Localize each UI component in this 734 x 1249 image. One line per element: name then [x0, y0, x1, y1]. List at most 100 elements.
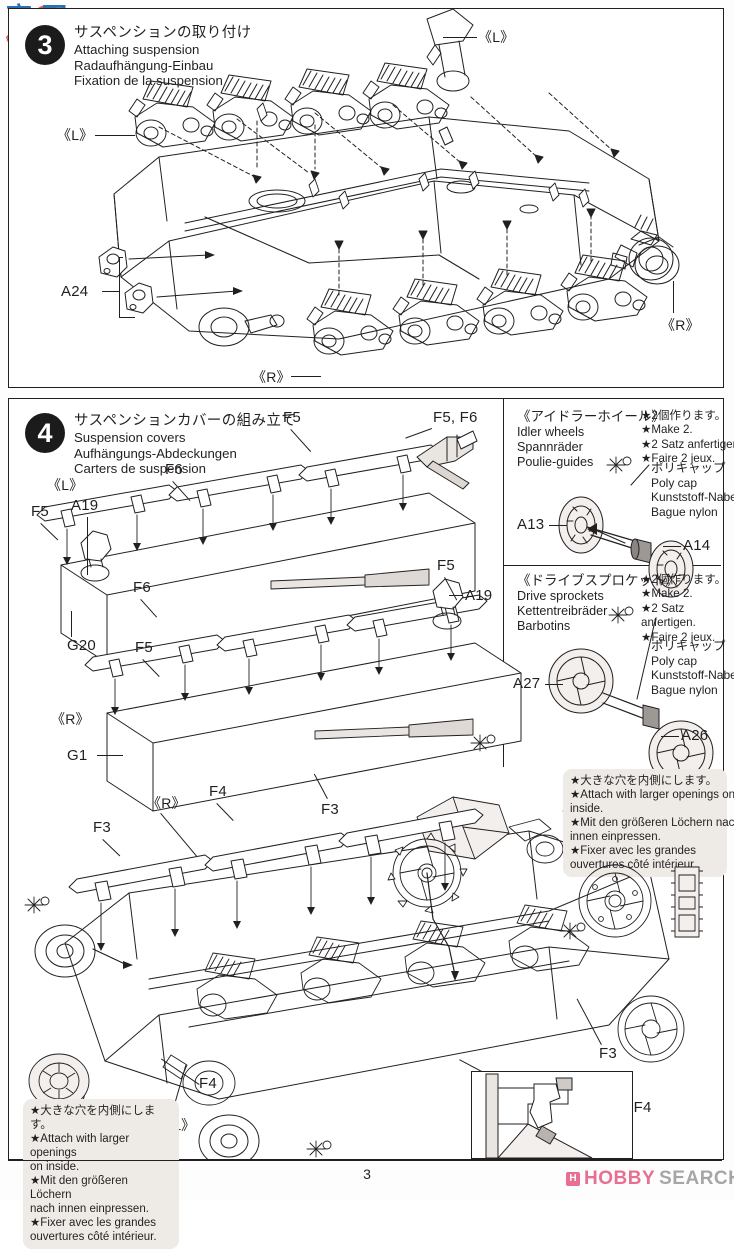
- idler-caption-fr: Poulie-guides: [517, 455, 594, 470]
- step-3-number: 3: [25, 25, 65, 65]
- step4-part-f5-mid-right: F5: [437, 557, 455, 574]
- step3-side-marker-left-mid: 《L》: [57, 127, 94, 143]
- leader-line: [549, 525, 567, 527]
- idler-caption-en: Idler wheels: [517, 425, 585, 440]
- step4-part-f3-upper-right: F3: [321, 801, 339, 818]
- note-idler-line-5: nach innen einpressen.: [30, 1203, 149, 1216]
- leader-line: [313, 773, 328, 799]
- hobby-search-mark-icon: H: [566, 1172, 580, 1186]
- idler-polycap-de: Kunststoff-Nabe: [651, 490, 734, 505]
- leader-line: [102, 839, 121, 857]
- panel-divider-vertical: [503, 399, 505, 767]
- step4-part-f4-lower-left: F4: [199, 1075, 217, 1092]
- sprocket-star-en: ★Make 2.: [641, 587, 693, 601]
- sprocket-caption-de: Kettentreibräder: [517, 604, 608, 619]
- step4-part-f5-left: F5: [31, 503, 49, 520]
- sprocket-star-jp: ★2個作ります。: [641, 573, 727, 586]
- idler-polycap-en: Poly cap: [651, 475, 698, 490]
- note-idler-line-3: on inside.: [30, 1161, 80, 1174]
- idler-wheels-caption: 《アイドラーホイール》 Idler wheels Spannräder Poul…: [517, 409, 665, 471]
- idler-star-jp: ★2個作ります。: [641, 409, 727, 422]
- leader-line: [119, 257, 123, 259]
- idler-caption-jp: 《アイドラーホイール》: [517, 409, 665, 424]
- idler-caption-de: Spannräder: [517, 440, 583, 455]
- step3-side-marker-right-side: 《R》: [661, 317, 700, 333]
- hobby-search-logo: H HOBBY SEARCH: [566, 1168, 734, 1190]
- note-sprocket-line-6: ★Fixer avec les grandes: [570, 845, 697, 858]
- step3-side-marker-right-bottom: 《R》: [252, 369, 291, 385]
- leader-line: [87, 517, 89, 575]
- leader-line: [291, 376, 321, 378]
- step4-side-marker-right-mid: 《R》: [51, 711, 90, 727]
- sprocket-caption: 《ドライブスプロケット》 Drive sprockets Kettentreib…: [517, 573, 679, 635]
- step-4-title-de: Aufhängungs-Abdeckungen: [74, 445, 237, 461]
- leader-line: [444, 577, 458, 601]
- hobby-search-brand-primary: HOBBY: [584, 1168, 656, 1189]
- sprocket-caption-fr: Barbotins: [517, 619, 571, 634]
- step-4-title-fr: Carters de suspension: [74, 461, 206, 477]
- leader-line: [216, 803, 234, 822]
- step4-part-a19-left: A19: [71, 497, 99, 514]
- step4-part-f4-upper: F4: [209, 783, 227, 800]
- note-sprocket-line-4: ★Mit den größeren Löchern nach: [570, 817, 734, 830]
- step-4-title-jp: サスペンションカバーの組み立て: [74, 413, 297, 429]
- note-sprocket-line-3: inside.: [570, 803, 604, 816]
- step4-part-g20: G20: [67, 637, 96, 654]
- note-idler-line-6: ★Fixer avec les grandes: [30, 1217, 157, 1230]
- leader-line: [172, 481, 191, 502]
- detail-inset-diagram: [485, 1073, 593, 1158]
- step-4-number: 4: [25, 413, 65, 453]
- sprocket-star-fr: ★Faire 2 jeux.: [641, 630, 716, 644]
- leader-line: [160, 813, 197, 857]
- leader-line: [40, 523, 59, 541]
- step4-part-f5-f6: F5, F6: [433, 409, 478, 426]
- sprocket-caption-en: Drive sprockets: [517, 589, 604, 604]
- sprocket-part-a26: A26: [681, 727, 709, 744]
- leader-line: [119, 257, 121, 291]
- leader-line: [97, 755, 123, 757]
- step-3-title-jp: サスペンションの取り付け: [74, 25, 252, 41]
- idler-star-de: ★2 Satz anfertigen.: [641, 437, 734, 451]
- note-idler-line-7: ouvertures côté intérieur.: [30, 1231, 157, 1244]
- note-idler-line-1: ★大きな穴を内側にします。: [30, 1105, 156, 1132]
- sprocket-polycap-jp: ポリキャップ: [651, 639, 726, 653]
- leader-line: [102, 291, 120, 293]
- leader-line: [673, 281, 675, 313]
- sprocket-polycap-en: Poly cap: [651, 653, 698, 668]
- note-sprocket-line-5: innen einpressen.: [570, 831, 661, 844]
- step4-part-f5-lower: F5: [135, 639, 153, 656]
- footer-divider: [8, 1160, 722, 1162]
- step4-part-g1: G1: [67, 747, 88, 764]
- leader-line: [661, 736, 679, 738]
- leader-line: [142, 659, 160, 678]
- leader-line: [95, 135, 135, 137]
- panel-divider-horizontal: [503, 565, 721, 567]
- idler-part-a13: A13: [517, 516, 545, 533]
- sprocket-polycap-caption: ポリキャップ Poly cap Kunststoff-Nabe Bague ny…: [651, 639, 734, 697]
- step-3-title-de: Radaufhängung-Einbau: [74, 57, 214, 73]
- sprocket-caption-jp: 《ドライブスプロケット》: [517, 573, 679, 588]
- idler-polycap-caption: ポリキャップ Poly cap Kunststoff-Nabe Bague ny…: [651, 461, 734, 519]
- step4-part-f3-upper-left: F3: [93, 819, 111, 836]
- sprocket-star-de-2: anfertigen.: [641, 616, 696, 630]
- sprocket-star-de-1: ★2 Satz: [641, 601, 685, 615]
- leader-line: [443, 37, 477, 39]
- step-4-panel: 4 サスペンションカバーの組み立て Suspension covers Aufh…: [8, 398, 734, 1249]
- sprocket-polycap-de: Kunststoff-Nabe: [651, 668, 734, 683]
- idler-polycap-jp: ポリキャップ: [651, 461, 726, 475]
- leader-line: [576, 998, 602, 1045]
- hobby-search-brand-secondary: SEARCH: [659, 1168, 734, 1189]
- detail-inset-box: [471, 1071, 633, 1159]
- step-4-header: 4 サスペンションカバーの組み立て Suspension covers Aufh…: [25, 413, 296, 477]
- step-3-panel: 3 サスペンションの取り付け Attaching suspension Rada…: [8, 8, 724, 388]
- idler-star-fr: ★Faire 2 jeux.: [641, 452, 716, 466]
- leader-line: [140, 599, 158, 618]
- leader-line: [449, 595, 463, 597]
- step-3-header: 3 サスペンションの取り付け Attaching suspension Rada…: [25, 25, 252, 89]
- note-idler-line-2: ★Attach with larger openings: [30, 1133, 130, 1160]
- note-idler-line-4: ★Mit den größeren Löchern: [30, 1175, 128, 1202]
- step3-side-marker-left-top: 《L》: [478, 29, 515, 45]
- sprocket-make-note: ★2個作ります。 ★Make 2. ★2 Satz anfertigen. ★F…: [641, 573, 726, 645]
- idler-star-en: ★Make 2.: [641, 423, 693, 437]
- leader-line: [119, 291, 121, 317]
